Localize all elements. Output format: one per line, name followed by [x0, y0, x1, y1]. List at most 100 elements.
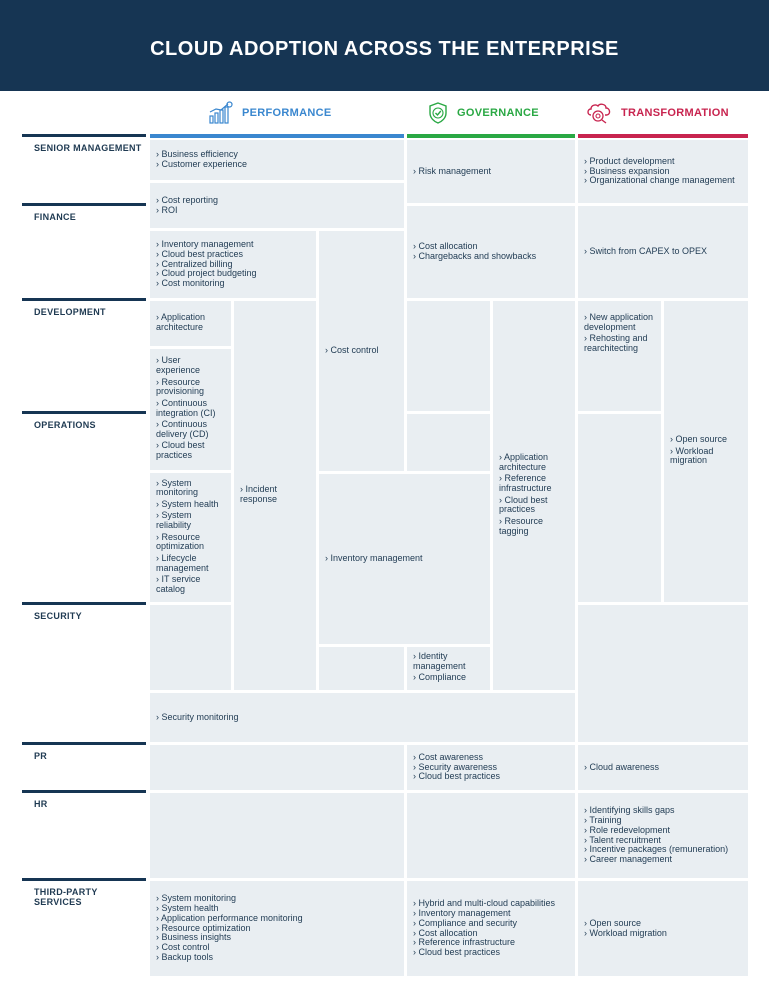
cell-item: › Incident response — [240, 483, 278, 504]
cell-item: › Open source — [670, 434, 728, 445]
cell-performance-cost-reporting: › Cost reporting› ROI — [150, 183, 404, 228]
cell-item: › System monitoring — [156, 893, 237, 904]
cell-item: › Cost awareness — [413, 751, 484, 762]
cell-governance-operations-empty — [407, 414, 490, 471]
cell-item: › Resource tagging — [499, 515, 544, 536]
column-header-transformation: TRANSFORMATION — [585, 100, 729, 126]
cell-item: › Organizational change management — [584, 175, 735, 186]
cell-item: › Identifying skills gaps — [584, 805, 675, 816]
row-label-development: DEVELOPMENT — [34, 307, 106, 317]
cell-item: › Application architecture — [499, 451, 549, 472]
cell-governance-hr-empty — [407, 793, 575, 878]
cell-transformation-operations-empty — [578, 414, 661, 602]
cell-item: › Cost reporting — [156, 194, 219, 205]
row-label-finance: FINANCE — [34, 212, 77, 222]
row-divider — [22, 411, 146, 414]
row-divider — [22, 742, 146, 745]
column-label-performance: PERFORMANCE — [242, 107, 332, 119]
cell-item: › System health — [156, 498, 219, 509]
shield-check-icon — [427, 101, 449, 125]
cell-item: › Talent recruitment — [584, 834, 661, 845]
cell-performance-inventory: › Inventory management — [319, 474, 490, 644]
cell-item: › Resource optimization — [156, 922, 251, 933]
cell-performance-security-empty — [150, 605, 231, 690]
cell-item: › IT service catalog — [156, 574, 201, 594]
cell-item: › Security monitoring — [156, 711, 239, 722]
cell-item: › Resource optimization — [156, 531, 205, 552]
cell-item: › Risk management — [413, 165, 492, 176]
cell-item: › Training — [584, 814, 622, 825]
row-divider — [22, 298, 146, 301]
cell-performance-pr-empty — [150, 745, 404, 790]
cell-item: › Workload migration — [584, 927, 667, 938]
cell-item: › Cost allocation — [413, 241, 478, 252]
cell-item: › Backup tools — [156, 951, 214, 962]
cell-item: › User experience — [156, 355, 201, 376]
brain-gear-icon — [585, 101, 613, 125]
row-label-hr: HR — [34, 799, 48, 809]
cell-governance-development-empty — [407, 301, 490, 411]
cell-item: › Security awareness — [413, 761, 498, 772]
cell-transformation-open-source: › Open source› Workload migration — [664, 301, 748, 602]
cell-item: › Cost control — [325, 345, 379, 356]
cell-item: › Switch from CAPEX to OPEX — [584, 246, 708, 257]
cell-item: › System monitoring — [156, 477, 199, 498]
cell-item: › Chargebacks and showbacks — [413, 251, 537, 261]
cell-transformation-senior-management: › Product development› Business expansio… — [578, 140, 748, 203]
row-label-senior-management: SENIOR MANAGEMENT — [34, 143, 142, 153]
page-title: CLOUD ADOPTION ACROSS THE ENTERPRISE — [150, 38, 619, 60]
cell-governance-third-party: › Hybrid and multi-cloud capabilities› I… — [407, 881, 575, 976]
cell-performance-development-app: › Application architecture — [150, 301, 231, 346]
cell-item: › Cloud best practices — [156, 440, 205, 461]
cell-transformation-third-party: › Open source› Workload migration — [578, 881, 748, 976]
row-divider — [22, 134, 146, 137]
cell-item: › Customer experience — [156, 159, 248, 169]
cell-item: › Hybrid and multi-cloud capabilities — [413, 898, 556, 909]
performance-header-bar — [150, 134, 404, 138]
cell-item: › System health — [156, 903, 219, 913]
cell-item: › Application architecture — [156, 311, 206, 332]
cell-item: › Cloud best practices — [156, 248, 244, 259]
row-label-operations: OPERATIONS — [34, 420, 96, 430]
cell-item: › Resource provisioning — [156, 376, 205, 397]
cell-item: › Cost allocation — [413, 927, 478, 938]
cell-governance-finance: › Cost allocation› Chargebacks and showb… — [407, 206, 575, 298]
cell-item: › Cloud project budgeting — [156, 268, 257, 279]
cell-item: › Open source — [584, 917, 642, 928]
cell-item: › Cloud best practices — [499, 494, 548, 515]
cell-item: › Lifecycle management — [156, 552, 209, 573]
cell-item: › Business expansion — [584, 165, 670, 176]
cell-item: › Cloud awareness — [584, 761, 660, 772]
row-label-pr: PR — [34, 751, 48, 761]
cell-transformation-security-empty — [578, 605, 748, 742]
cell-item: › Career management — [584, 854, 673, 865]
cell-item: › Centralized billing — [156, 258, 233, 269]
cell-performance-security: › Security monitoring — [150, 693, 575, 742]
governance-header-bar — [407, 134, 575, 138]
cell-item: › Application performance monitoring — [156, 912, 303, 923]
cell-performance-incident: › Incident response — [234, 301, 316, 690]
cell-transformation-hr: › Identifying skills gaps› Training› Rol… — [578, 793, 748, 878]
cell-governance-identity: › Identity management› Compliance — [407, 647, 490, 690]
cell-item: › Reference infrastructure — [413, 937, 516, 948]
cell-performance-hr-empty — [150, 793, 404, 878]
cell-item: › Continuous delivery (CD) — [156, 419, 209, 439]
cell-performance-development-user: › User experience› Resource provisioning… — [150, 349, 231, 470]
bar-chart-growth-icon — [208, 101, 234, 125]
column-header-performance: PERFORMANCE — [208, 100, 331, 126]
cell-item: › Product development — [584, 155, 675, 166]
cell-item: › Compliance — [413, 672, 467, 683]
column-label-transformation: TRANSFORMATION — [621, 107, 729, 119]
column-label-governance: GOVERNANCE — [457, 107, 539, 119]
cell-item: › ROI — [156, 204, 178, 215]
cell-performance-senior-management: › Business efficiency› Customer experien… — [150, 140, 404, 180]
cell-transformation-finance: › Switch from CAPEX to OPEX — [578, 206, 748, 298]
cell-performance-security-empty-2 — [319, 647, 404, 690]
cell-item: › Cloud best practices — [413, 771, 501, 782]
cell-item: › New application development — [584, 312, 654, 332]
cell-item: › Cloud best practices — [413, 947, 501, 958]
cell-item: › Role redevelopment — [584, 824, 671, 835]
cell-item: › Inventory management — [156, 239, 254, 249]
cell-item: › Cost control — [156, 942, 210, 953]
row-label-third-party-services: THIRD-PARTY SERVICES — [34, 887, 98, 907]
